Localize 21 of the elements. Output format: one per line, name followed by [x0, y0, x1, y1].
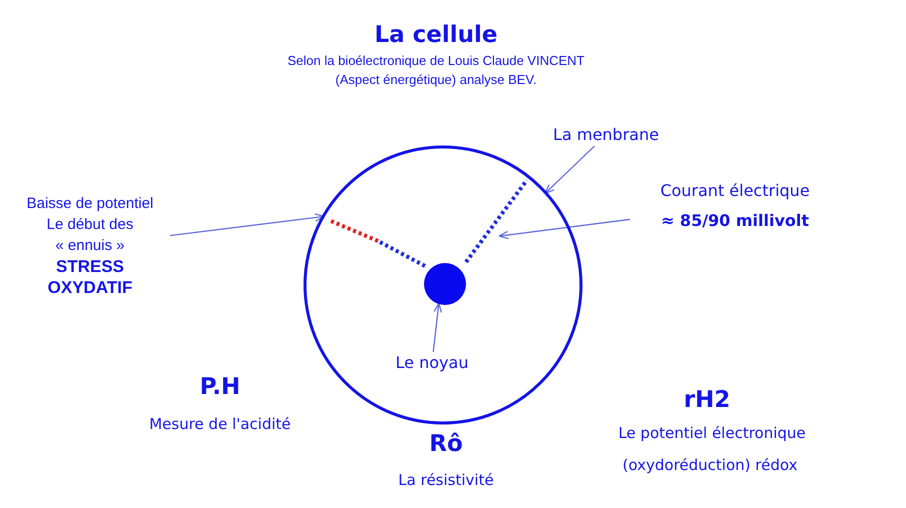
description: La résistivité: [397, 470, 495, 491]
description: Mesure de l'acidité: [148, 414, 292, 435]
subtitle: Selon la bioélectronique de Louis Claude VINCENT (Aspect énergétique) analyse BEV.: [286, 52, 586, 89]
warning-heading: STRESS OXYDATIF: [46, 256, 134, 298]
heading: P.H: [198, 374, 242, 400]
callout-text: Le début des: [46, 215, 134, 235]
leader-line: [498, 218, 630, 240]
heading: rH2: [682, 387, 732, 413]
description: (oxydoréduction) rédox: [622, 455, 798, 476]
callout-text: Courant électrique: [659, 180, 811, 202]
leader-line: [432, 302, 442, 352]
leader-line: [544, 146, 595, 194]
description: Le potentiel électronique: [617, 423, 807, 444]
leader-line: [170, 213, 325, 236]
callout-text: ≈ 85/90 millivolt: [660, 210, 810, 232]
callout-text: Le noyau: [394, 352, 470, 374]
title: La cellule: [373, 22, 499, 48]
heading: Rô: [428, 431, 464, 457]
callout-text: La menbrane: [552, 124, 660, 146]
callout-text: Baisse de potentiel: [26, 194, 154, 214]
callout-text: « ennuis »: [54, 236, 126, 256]
